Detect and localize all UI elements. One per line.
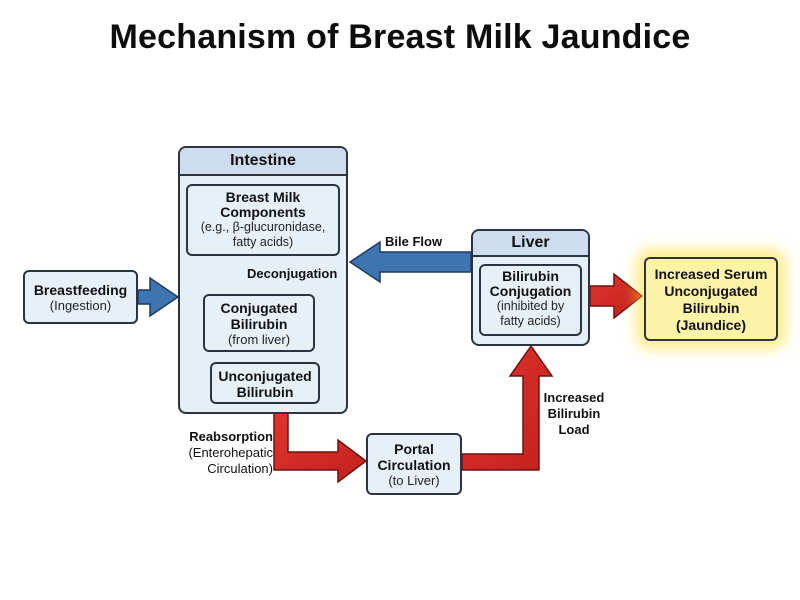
result-line-4: (Jaundice)	[675, 317, 746, 333]
breastfeeding-note: (Ingestion)	[49, 298, 112, 313]
increased-load-arrow	[461, 344, 554, 471]
result-line-2: Unconjugated	[664, 283, 758, 299]
result-line-1: Increased Serum	[654, 266, 768, 282]
load-line-2: Bilirubin	[547, 406, 601, 421]
diagram-title: Mechanism of Breast Milk Jaundice	[109, 18, 691, 56]
reabsorption-label: Reabsorption (Enterohepatic Circulation)	[165, 429, 273, 477]
conjugation-note-1: (inhibited by	[496, 299, 565, 313]
intestine-header: Intestine	[180, 148, 346, 176]
load-line-1: Increased	[543, 390, 605, 405]
intestine-title: Intestine	[230, 152, 296, 169]
portal-title-2: Circulation	[377, 457, 451, 473]
portal-circulation-box: Portal Circulation (to Liver)	[366, 433, 462, 495]
components-title-2: Components	[220, 204, 306, 220]
increased-load-label: Increased Bilirubin Load	[534, 390, 614, 438]
components-note-1: (e.g., β-glucuronidase,	[200, 220, 326, 234]
breast-milk-components-box: Breast Milk Components (e.g., β-glucuron…	[186, 184, 340, 256]
breastfeeding-arrow	[137, 276, 180, 318]
components-title-1: Breast Milk	[225, 189, 301, 205]
jaundice-result-box: Increased Serum Unconjugated Bilirubin (…	[644, 257, 778, 341]
liver-to-jaundice-arrow	[589, 272, 644, 320]
reabsorption-title: Reabsorption	[189, 429, 273, 444]
conjugated-title-1: Conjugated	[220, 300, 298, 316]
conjugation-title-2: Conjugation	[489, 283, 572, 299]
bilirubin-conjugation-box: Bilirubin Conjugation (inhibited by fatt…	[479, 264, 582, 336]
portal-title-1: Portal	[394, 441, 434, 457]
reabsorption-note-2: Circulation)	[207, 461, 273, 476]
bile-flow-label: Bile Flow	[385, 234, 442, 250]
liver-title: Liver	[511, 234, 550, 251]
load-line-3: Load	[558, 422, 590, 437]
unconjugated-title-1: Unconjugated	[218, 368, 312, 384]
conjugation-note-2: fatty acids)	[500, 314, 561, 328]
bile-flow-arrow	[348, 240, 472, 284]
result-line-3: Bilirubin	[682, 300, 740, 316]
portal-note: (to Liver)	[388, 473, 440, 488]
reabsorption-note-1: (Enterohepatic	[188, 445, 273, 460]
bile-flow-text: Bile Flow	[385, 234, 443, 249]
deconjugation-label: Deconjugation	[247, 266, 337, 282]
liver-header: Liver	[473, 231, 588, 257]
unconjugated-title-2: Bilirubin	[236, 384, 294, 400]
conjugation-title-1: Bilirubin	[502, 268, 559, 284]
deconjugation-text: Deconjugation	[247, 266, 338, 281]
unconjugated-bilirubin-box: Unconjugated Bilirubin	[210, 362, 320, 404]
conjugated-title-2: Bilirubin	[230, 316, 288, 332]
breastfeeding-box: Breastfeeding (Ingestion)	[23, 270, 138, 324]
conjugated-note: (from liver)	[227, 332, 291, 347]
conjugated-bilirubin-box: Conjugated Bilirubin (from liver)	[203, 294, 315, 352]
components-note-2: fatty acids)	[232, 235, 294, 249]
reabsorption-arrow	[273, 403, 368, 484]
breastfeeding-label: Breastfeeding	[33, 282, 128, 298]
